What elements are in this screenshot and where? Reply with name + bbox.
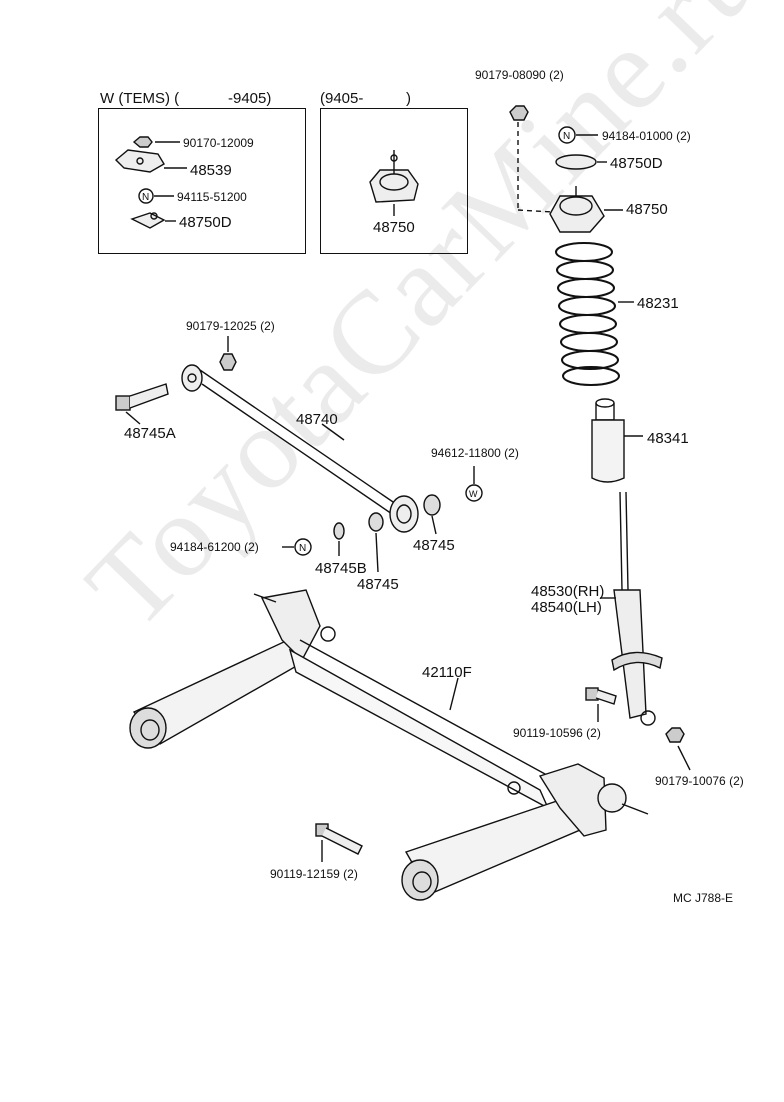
part-label-48750: 48750 — [626, 201, 668, 218]
rear-axle-beam-42110F-icon — [129, 589, 649, 901]
bolt-90119-12159-icon — [315, 823, 363, 862]
bumper-boot-48341-icon — [591, 398, 643, 483]
nut-90179-08090-icon — [509, 105, 554, 213]
part-label-48341: 48341 — [647, 430, 689, 447]
inset-box-right — [320, 108, 468, 254]
nut-icon — [132, 136, 180, 148]
part-label-48745A: 48745A — [124, 425, 176, 442]
part-label-94612-11800: 94612-11800 (2) — [431, 446, 519, 460]
part-label-48740: 48740 — [296, 411, 338, 428]
washer-94184-01000-icon: N — [558, 126, 598, 144]
inset-box-left — [98, 108, 306, 254]
part-label-90179-08090: 90179-08090 (2) — [475, 68, 564, 82]
part-label-48750D: 48750D — [610, 155, 663, 172]
plate-48750D-icon — [130, 212, 176, 229]
bolt-90119-10596-icon — [585, 687, 617, 722]
bushing-48745-lower-icon — [368, 512, 384, 573]
part-label-90170-12009: 90170-12009 — [183, 136, 254, 150]
variant-right-title: (9405- — [320, 90, 364, 107]
part-label-48540: 48540(LH) — [531, 599, 602, 616]
bushing-48745-upper-icon — [423, 494, 441, 535]
svg-text:W: W — [469, 489, 478, 499]
spring-seat-48750D-icon — [555, 154, 607, 170]
part-label-94184-01000: 94184-01000 (2) — [602, 129, 691, 143]
nut-90179-10076-icon — [665, 727, 691, 771]
nut-90179-12025-icon — [219, 336, 237, 371]
lateral-rod-48740-icon — [181, 364, 419, 533]
part-label-48745-upper: 48745 — [413, 537, 455, 554]
variant-right-end: ) — [406, 90, 411, 107]
part-label-94115-51200: 94115-51200 — [177, 190, 247, 204]
part-label-90119-12159: 90119-12159 (2) — [270, 867, 358, 881]
washer-48745B-icon — [333, 522, 345, 556]
part-label-94184-61200: 94184-61200 (2) — [170, 540, 259, 554]
svg-text:N: N — [142, 192, 149, 203]
part-label-48750-inset: 48750 — [373, 219, 415, 236]
part-label-90119-10596: 90119-10596 (2) — [513, 726, 601, 740]
washer-94184-61200-icon: N — [282, 538, 312, 556]
svg-text:N: N — [563, 131, 570, 142]
part-label-48539: 48539 — [190, 162, 232, 179]
part-label-48750D-inset: 48750D — [179, 214, 232, 231]
variant-left-title: W (TEMS) ( — [100, 90, 180, 107]
bolt-48745A-icon — [115, 383, 169, 425]
part-label-48530: 48530(RH) — [531, 583, 605, 600]
part-label-48745B: 48745B — [315, 560, 367, 577]
part-label-48745-lower: 48745 — [357, 576, 399, 593]
strut-mount-48750-icon — [549, 186, 623, 233]
part-label-48231: 48231 — [637, 295, 679, 312]
coil-spring-48231-icon — [555, 242, 634, 386]
part-label-42110F: 42110F — [422, 664, 472, 681]
washer-n-icon: N — [138, 188, 174, 204]
diagram-code: MC J788-E — [673, 891, 734, 905]
shock-absorber-icon — [600, 491, 663, 726]
washer-94612-11800-icon: W — [465, 466, 483, 502]
bracket-48539-icon — [114, 149, 187, 173]
strut-mount-inset-icon — [369, 150, 419, 216]
svg-text:N: N — [299, 543, 306, 554]
part-label-90179-10076: 90179-10076 (2) — [655, 774, 744, 788]
part-label-90179-12025: 90179-12025 (2) — [186, 319, 275, 333]
variant-left-range: -9405) — [228, 90, 272, 107]
